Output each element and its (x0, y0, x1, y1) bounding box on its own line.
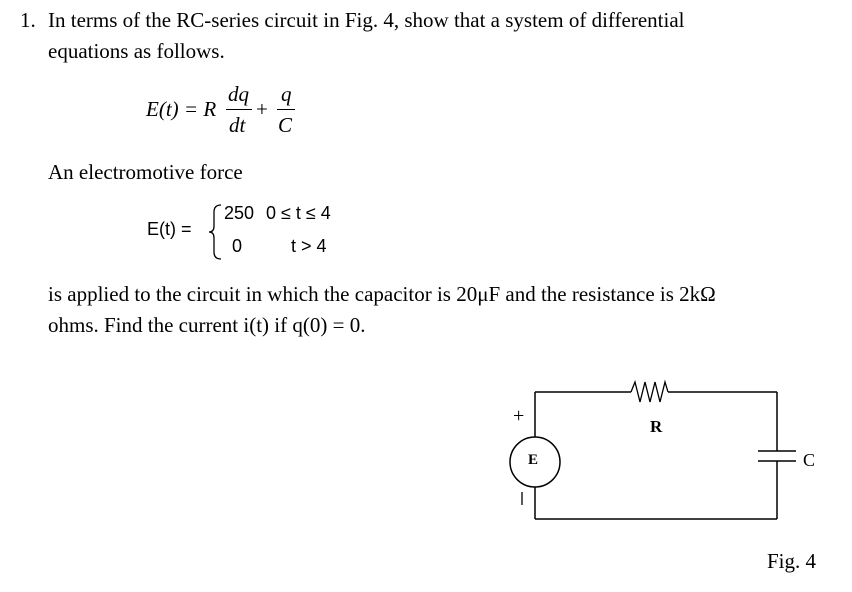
eq1-frac1-bar (226, 109, 252, 110)
resistor-symbol (630, 379, 669, 403)
problem-line-1: In terms of the RC-series circuit in Fig… (48, 8, 685, 32)
resistor-label: R (650, 417, 663, 436)
eq2-case2-condition: t > 4 (291, 236, 327, 256)
eq1-frac1-denominator: dt (229, 113, 246, 137)
statement-line-2: ohms. Find the current i(t) if q(0) = 0. (48, 313, 366, 337)
eq1-frac1-numerator: dq (228, 82, 249, 106)
left-brace (208, 204, 222, 260)
eq1-frac2-denominator: C (278, 113, 293, 137)
eq2-case1-condition: 0 ≤ t ≤ 4 (266, 203, 331, 223)
figure-caption: Fig. 4 (767, 549, 817, 573)
eq2-case1-value: 250 (224, 203, 255, 223)
eq2-case2-value: 0 (232, 236, 243, 256)
capacitor-label: C (803, 450, 816, 470)
circuit-wires (509, 379, 796, 520)
eq1-frac2-bar (277, 109, 295, 110)
problem-number: 1. (20, 8, 36, 32)
source-label: E (528, 452, 539, 468)
emf-label: An electromotive force (48, 160, 243, 184)
eq1-plus: + (256, 97, 268, 121)
source-plus-sign: + (513, 405, 525, 427)
eq2-lhs: E(t) = (147, 219, 192, 239)
problem-line-2: equations as follows. (48, 39, 225, 63)
eq1-lhs: E(t) = R (146, 97, 217, 121)
eq1-frac2-numerator: q (281, 82, 292, 106)
statement-line-1: is applied to the circuit in which the c… (48, 282, 716, 306)
